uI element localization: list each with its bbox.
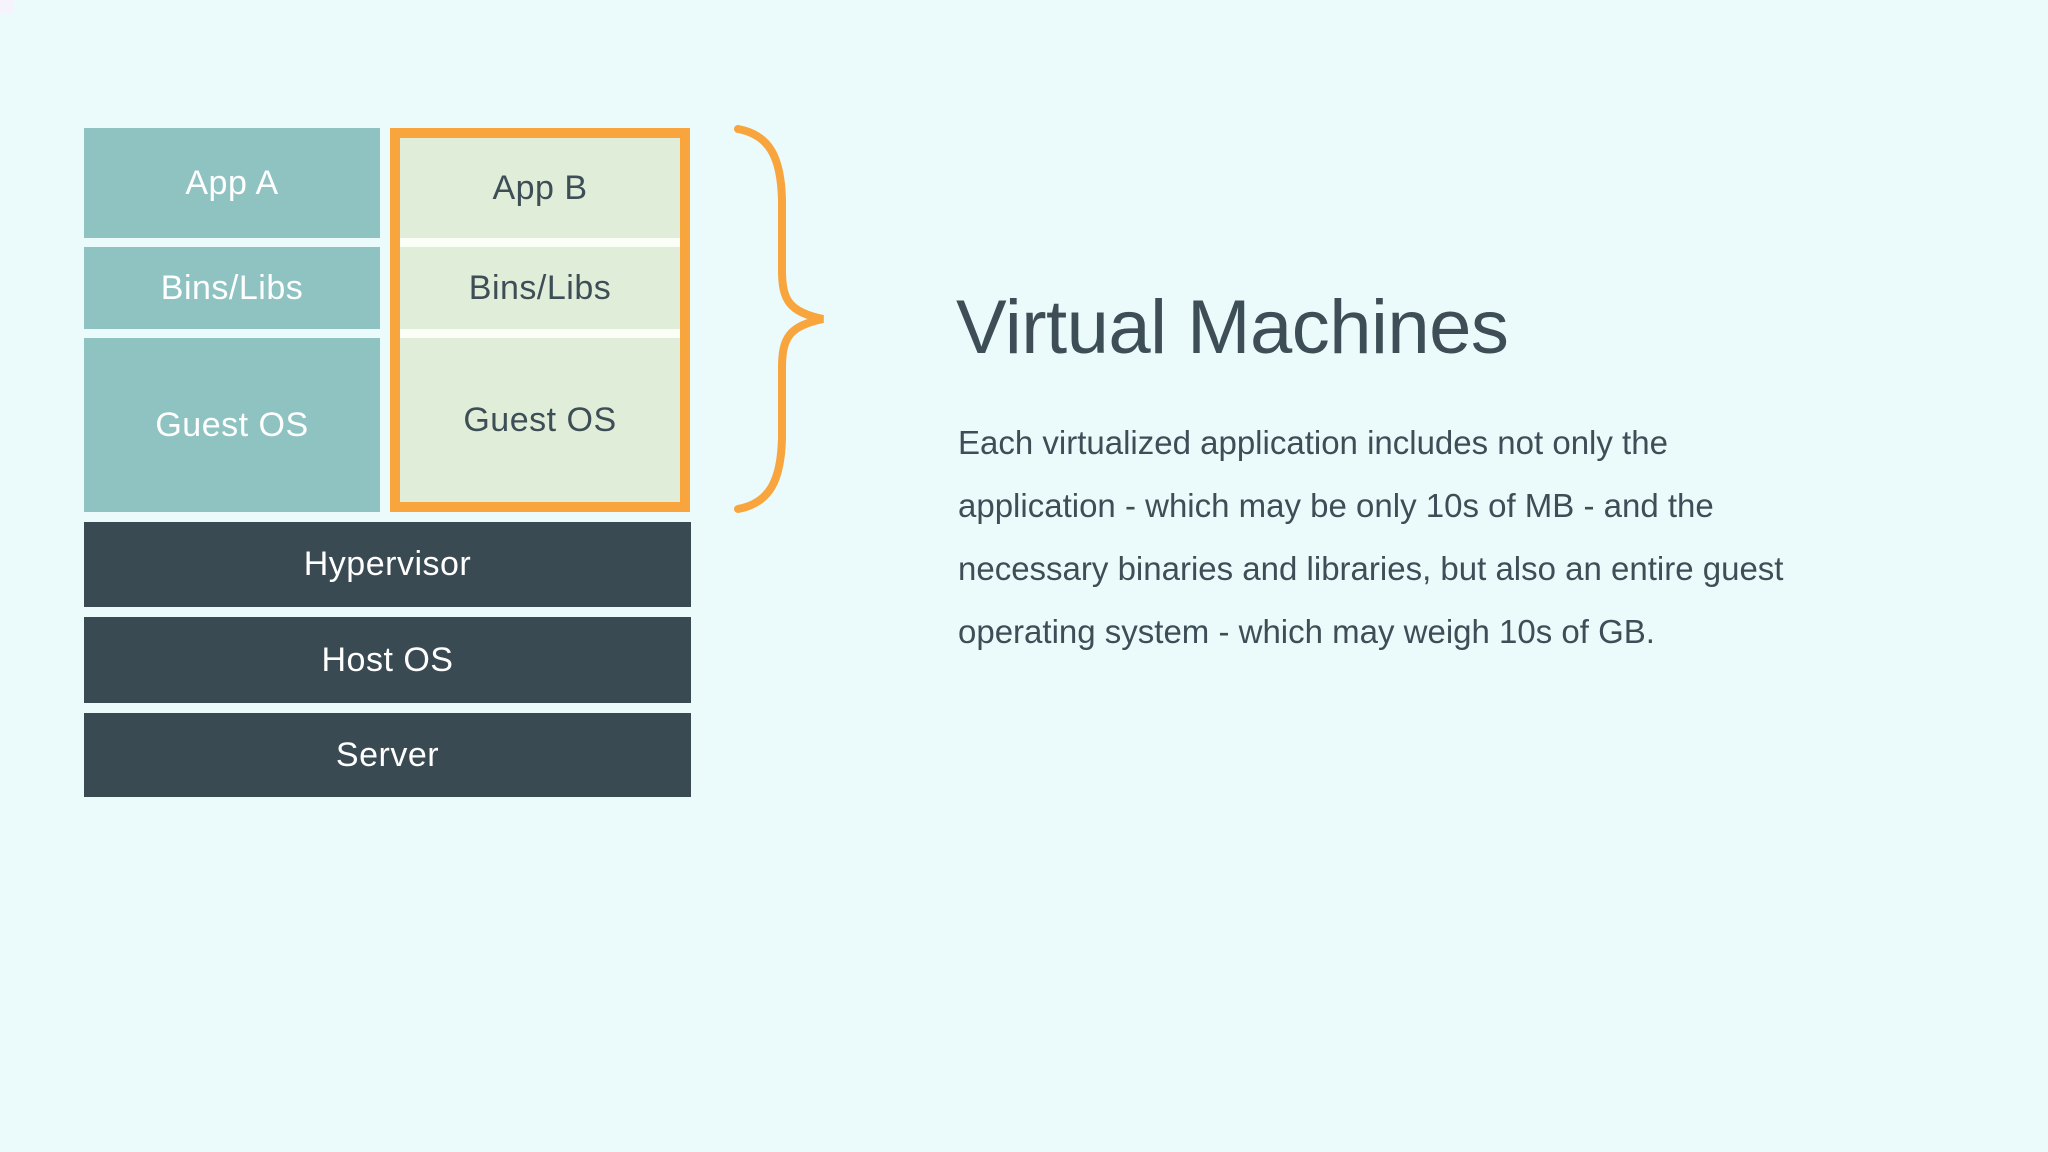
block-bins-libs-a: Bins/Libs bbox=[84, 247, 380, 329]
block-guest-os-a-label: Guest OS bbox=[155, 405, 309, 444]
block-hypervisor: Hypervisor bbox=[84, 522, 691, 607]
block-bins-libs-b-label: Bins/Libs bbox=[468, 268, 612, 307]
section-description: Each virtualized application includes no… bbox=[958, 424, 1784, 650]
block-guest-os-a: Guest OS bbox=[84, 338, 380, 512]
block-host-os-label: Host OS bbox=[321, 640, 454, 679]
block-guest-os-b: Guest OS bbox=[400, 338, 680, 502]
section-title: Virtual Machines bbox=[956, 285, 1509, 370]
infrastructure-stack: Hypervisor Host OS Server bbox=[84, 522, 691, 797]
block-app-a: App A bbox=[84, 128, 380, 238]
block-server: Server bbox=[84, 713, 691, 797]
curly-brace-icon bbox=[734, 125, 824, 513]
block-bins-libs-b: Bins/Libs bbox=[400, 247, 680, 329]
corner-artifact bbox=[0, 0, 14, 13]
block-server-label: Server bbox=[335, 735, 440, 774]
block-hypervisor-label: Hypervisor bbox=[303, 545, 472, 583]
vm-column-a: App A Bins/Libs Guest OS bbox=[84, 128, 380, 512]
vm-column-b-highlighted: App B Bins/Libs Guest OS bbox=[390, 128, 690, 512]
block-bins-libs-a-label: Bins/Libs bbox=[160, 268, 304, 307]
block-host-os: Host OS bbox=[84, 617, 691, 703]
block-app-b-label: App B bbox=[492, 168, 588, 207]
block-app-a-label: App A bbox=[185, 163, 279, 202]
block-guest-os-b-label: Guest OS bbox=[463, 400, 617, 439]
block-app-b: App B bbox=[400, 138, 680, 238]
